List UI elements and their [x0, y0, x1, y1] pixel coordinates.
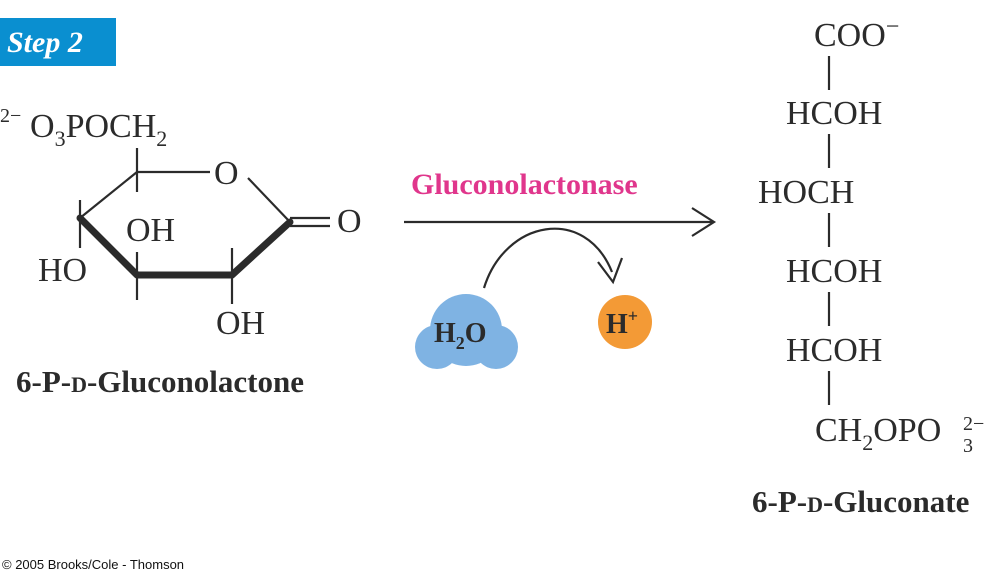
reactant-structure: 2− O3POCH2 O O OH HO OH 6-P-D-Gluconolac…	[0, 105, 362, 399]
water-hydrogen-blob-right	[474, 325, 518, 369]
enzyme-label: Gluconolactonase	[411, 168, 638, 201]
product-structure: COO− HCOH HOCH HCOH HCOH CH2OPO 2− 3 6-P…	[752, 14, 984, 519]
ho-left-label: HO	[38, 252, 87, 289]
product-row-hcoh-3: HCOH	[786, 332, 882, 369]
product-phosphate-superscript: 2−	[963, 413, 984, 435]
product-row-ch2opo3: CH2OPO	[815, 412, 941, 455]
side-arrowhead	[597, 257, 624, 285]
phosphate-group-label: O3POCH2	[30, 108, 167, 151]
product-row-hcoh-1: HCOH	[786, 95, 882, 132]
product-row-hcoh-2: HCOH	[786, 253, 882, 290]
water-hydrogen-blob-left	[415, 325, 459, 369]
ring-bond-c5-c4	[79, 171, 138, 219]
water-molecule: H2O	[415, 294, 518, 369]
proton-circle	[598, 295, 652, 349]
reactant-name: 6-P-D-Gluconolactone	[16, 364, 304, 399]
product-phosphate-subscript: 3	[963, 435, 973, 457]
ring-oxygen-label: O	[214, 155, 239, 192]
carbonyl-oxygen-label: O	[337, 203, 362, 240]
copyright-notice: © 2005 Brooks/Cole - Thomson	[2, 557, 184, 572]
ring-front-bonds	[76, 214, 294, 279]
reaction-arrow-group: Gluconolactonase H2O H+	[404, 168, 717, 369]
oh-bottom-label: OH	[216, 305, 265, 342]
step-badge: Step 2	[0, 18, 116, 66]
reaction-arrowhead	[691, 207, 717, 237]
phosphate-charge: 2−	[0, 105, 21, 127]
step-label: Step 2	[7, 26, 83, 59]
product-row-hoch: HOCH	[758, 174, 854, 211]
product-name: 6-P-D-Gluconate	[752, 484, 969, 519]
product-row-coo: COO−	[814, 14, 899, 54]
proton: H+	[598, 295, 652, 349]
ring-bond-o-c1	[247, 177, 291, 223]
side-curved-arrow	[482, 227, 614, 289]
oh-top-label: OH	[126, 212, 175, 249]
step-badge-background	[0, 18, 116, 66]
